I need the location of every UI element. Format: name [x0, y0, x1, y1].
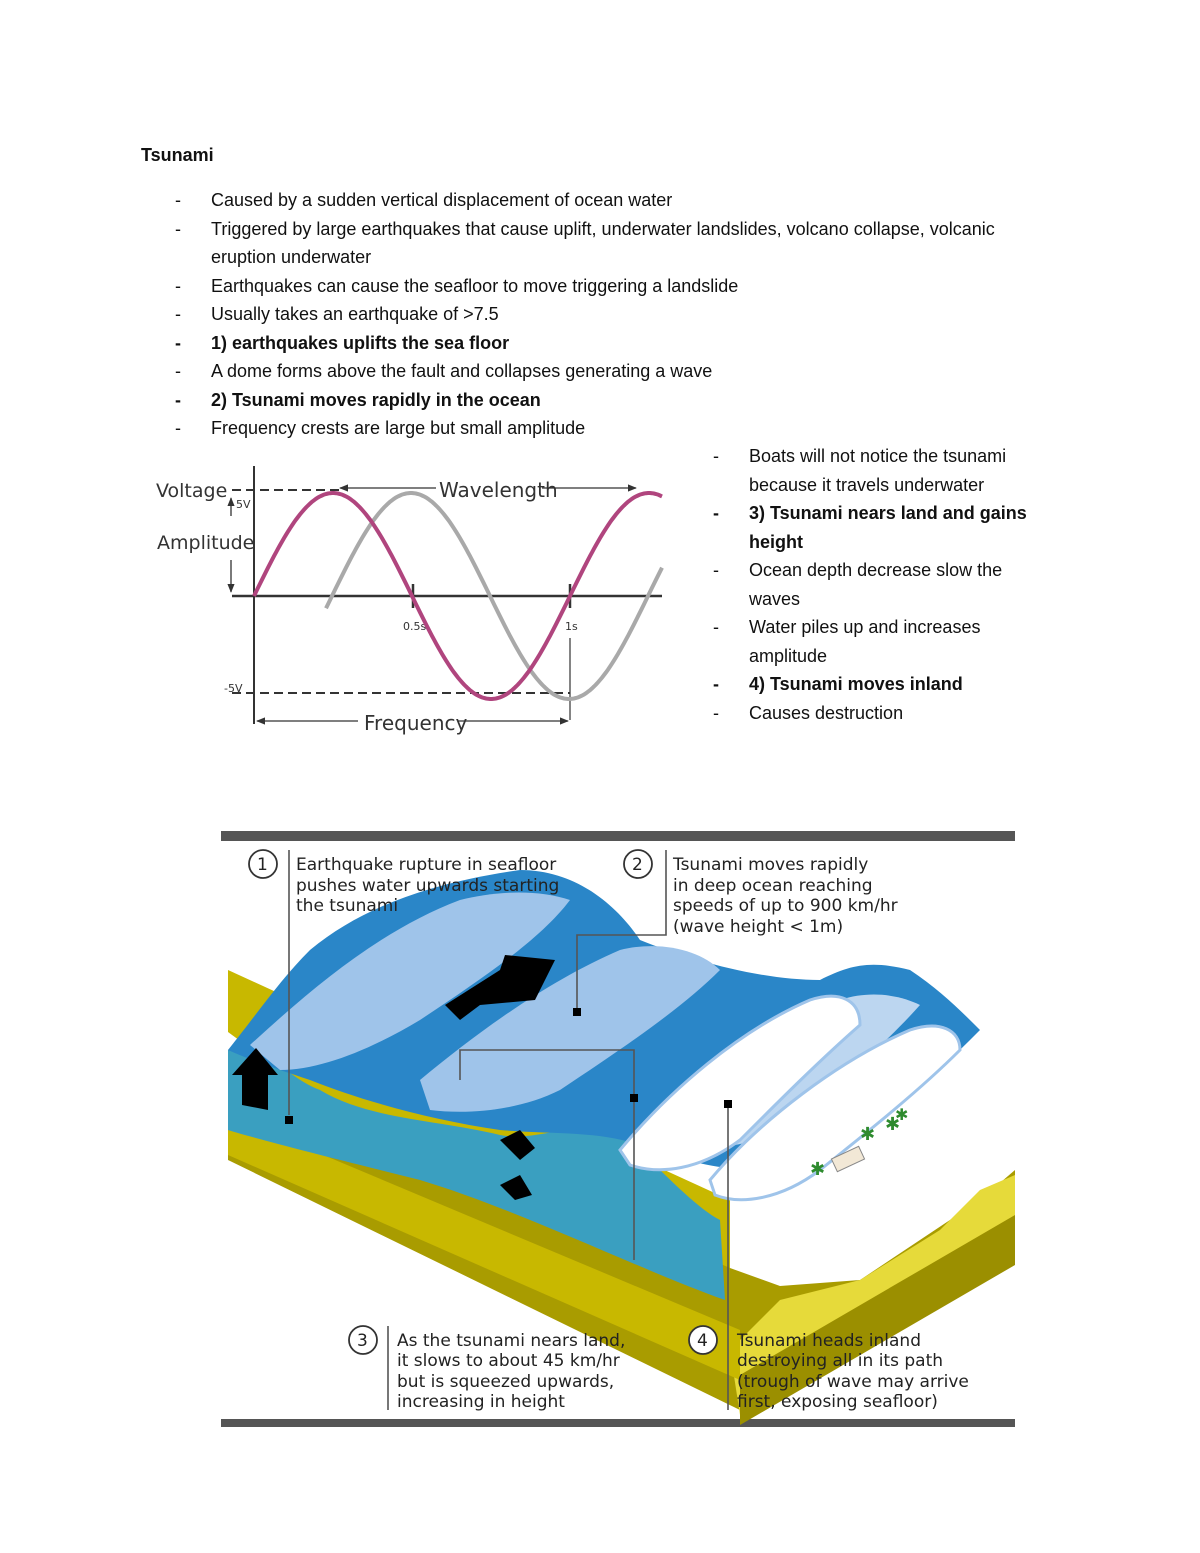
- leader-line-2: [576, 850, 667, 1008]
- amplitude-label: Amplitude: [157, 532, 254, 554]
- frequency-label: Frequency: [364, 711, 467, 735]
- step3-badge: [348, 1325, 378, 1355]
- arrow-travel-icon: [445, 955, 555, 1020]
- wave-crest-1: [618, 994, 862, 1172]
- tree-icon: ✱: [885, 1114, 900, 1134]
- step2-line: (wave height < 1m): [673, 917, 843, 937]
- step4-line: Tsunami heads inland: [736, 1331, 921, 1351]
- arrow-up-icon: [232, 1048, 278, 1110]
- minus5-label: -5V: [224, 682, 243, 695]
- step1-number: 1: [257, 855, 268, 875]
- tree-icon: ✱: [810, 1159, 825, 1179]
- tick-one-label: 1s: [565, 620, 578, 633]
- tree-icon: ✱: [860, 1124, 875, 1144]
- step4-line: destroying all in its path: [737, 1351, 943, 1371]
- step3-line: As the tsunami nears land,: [397, 1331, 625, 1351]
- bullet-item: Usually takes an earthquake of >7.5: [141, 300, 1011, 329]
- step3-line: increasing in height: [397, 1392, 565, 1412]
- bullet-item: Frequency crests are large but small amp…: [141, 414, 1011, 443]
- bullet-item: Caused by a sudden vertical displacement…: [141, 186, 1011, 215]
- wave-band: [420, 946, 720, 1112]
- step1-line: the tsunami: [296, 896, 398, 916]
- step4-badge: [688, 1325, 718, 1355]
- tsunami-diagram: ✱ ✱ ✱ ✱ 1 Earthquake rupture in seafloor…: [221, 831, 1015, 1427]
- bullet-item: Causes destruction: [679, 699, 1049, 728]
- leader-line-3: [459, 1049, 635, 1260]
- bullet-item: Water piles up and increases amplitude: [679, 613, 1049, 670]
- land-side: [740, 1215, 1015, 1425]
- step2-line: speeds of up to 900 km/hr: [673, 896, 898, 916]
- bullet-list-main: Caused by a sudden vertical displacement…: [141, 186, 1011, 443]
- bullet-item: Boats will not notice the tsunami becaus…: [679, 442, 1049, 499]
- bullet-item-step2: 2) Tsunami moves rapidly in the ocean: [141, 386, 1011, 415]
- step2-line: in deep ocean reaching: [673, 876, 873, 896]
- water-side: [228, 1048, 725, 1300]
- wave-band: [250, 892, 570, 1070]
- step3-line: but is squeezed upwards,: [397, 1372, 614, 1392]
- wavelength-label: Wavelength: [439, 478, 558, 502]
- step4-number: 4: [697, 1331, 708, 1351]
- plus5-label: 5V: [236, 498, 251, 511]
- diagram-bottom-bar: [221, 1419, 1015, 1427]
- step1-line: pushes water upwards starting: [296, 876, 559, 896]
- arrow-small-icon-1: [500, 1130, 535, 1160]
- bullet-item-step3: 3) Tsunami nears land and gains height: [679, 499, 1049, 556]
- step3-number: 3: [357, 1331, 368, 1351]
- secondary-wave-curve: [324, 491, 664, 701]
- bullet-item: A dome forms above the fault and collaps…: [141, 357, 1011, 386]
- wave-figure: Wavelength Voltage 5V Amplitude -5V 0.5s…: [156, 466, 664, 735]
- step4-line: first, exposing seafloor): [737, 1392, 938, 1412]
- tick-half-label: 0.5s: [403, 620, 426, 633]
- bullet-item-step4: 4) Tsunami moves inland: [679, 670, 1049, 699]
- bullet-item-step1: 1) earthquakes uplifts the sea floor: [141, 329, 1011, 358]
- step1-line: Earthquake rupture in seafloor: [296, 855, 556, 875]
- step2-line: Tsunami moves rapidly: [672, 855, 868, 875]
- document-title: Tsunami: [141, 145, 214, 165]
- step1-badge: [248, 849, 278, 879]
- house-icon: [830, 1145, 866, 1173]
- bullet-item: Earthquakes can cause the seafloor to mo…: [141, 272, 1011, 301]
- bullet-list-side: Boats will not notice the tsunami becaus…: [679, 442, 1049, 727]
- seafloor-front: [228, 1115, 740, 1380]
- tree-icon: ✱: [895, 1107, 908, 1124]
- step4-line: (trough of wave may arrive: [737, 1372, 969, 1392]
- wave-crest-2: [708, 1024, 962, 1202]
- step3-line: it slows to about 45 km/hr: [397, 1351, 620, 1371]
- step2-badge: [623, 849, 653, 879]
- step2-number: 2: [632, 855, 643, 875]
- arrow-small-icon-2: [500, 1175, 532, 1200]
- bullet-item: Ocean depth decrease slow the waves: [679, 556, 1049, 613]
- primary-wave-curve: [252, 491, 663, 701]
- voltage-label: Voltage: [156, 480, 227, 502]
- bullet-item: Triggered by large earthquakes that caus…: [141, 215, 1011, 272]
- diagram-top-bar: [221, 831, 1015, 841]
